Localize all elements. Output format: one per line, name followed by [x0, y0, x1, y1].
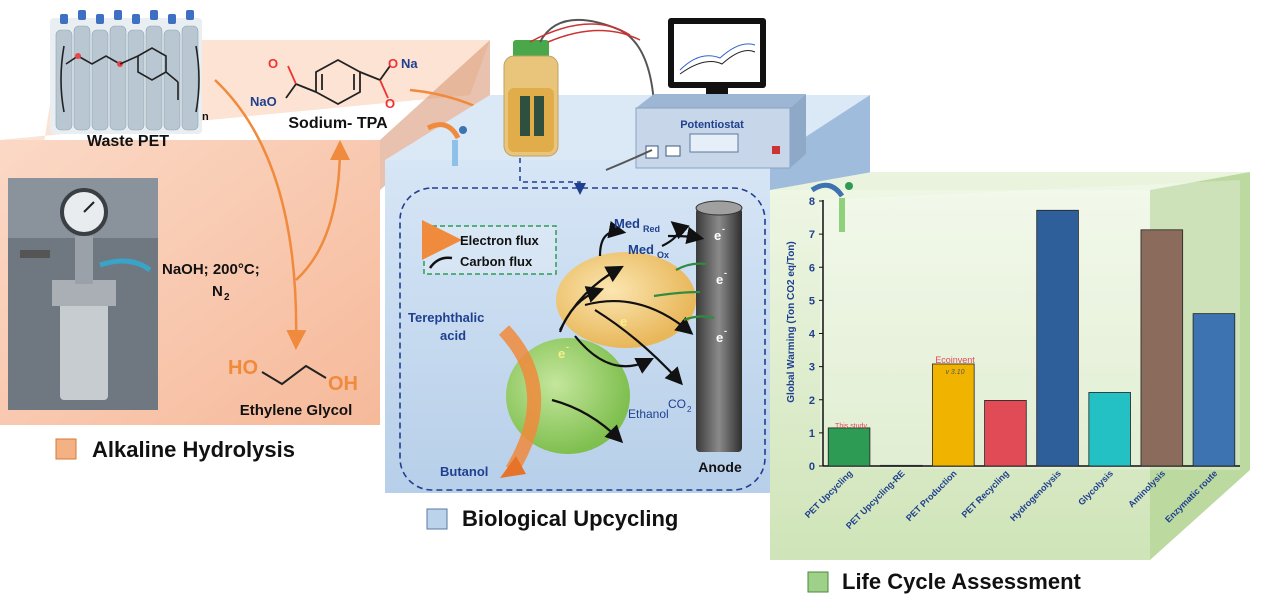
terephthalic-label: Terephthalic [408, 310, 484, 325]
ethanol-label: Ethanol [628, 407, 669, 421]
med-ox-label: Med [628, 242, 654, 257]
potentiostat-label: Potentiostat [680, 119, 744, 131]
waste-pet-label: Waste PET [87, 133, 169, 150]
y-tick-label: 1 [809, 428, 815, 440]
bar-aminolysis [1140, 229, 1184, 467]
pet-n-subscript: n [202, 111, 209, 123]
bar-glycolysis [1088, 392, 1131, 467]
electron-label-2: e [716, 272, 723, 287]
monitor-image [668, 18, 766, 100]
bio-section-title: Biological Upcycling [426, 506, 678, 531]
reactor-photo [8, 178, 158, 410]
alkaline-hydrolysis-label: Alkaline Hydrolysis [92, 437, 295, 462]
cell-electron-labels: e e - [558, 314, 627, 361]
acid-label: acid [440, 328, 466, 343]
lca-plot-backdrop [820, 180, 1240, 470]
y-tick-label: 8 [809, 196, 815, 208]
anode-label: Anode [698, 459, 742, 475]
pet-structure [60, 45, 200, 113]
mediator-lines [653, 262, 715, 322]
co2-subscript: 2 [687, 405, 692, 414]
ethylene-glycol-structure [261, 364, 327, 386]
electron-flux-label: Electron flux [460, 233, 540, 248]
ho-label: HO [228, 357, 258, 379]
ecoinvent-annotation: Ecoinvent [935, 355, 975, 365]
life-cycle-assessment-label: Life Cycle Assessment [842, 569, 1082, 594]
section-cube-icon [55, 438, 77, 460]
carbon-flux-arrows [551, 220, 705, 444]
anode-electrode [695, 200, 743, 452]
butanol-arrow-head [500, 456, 526, 478]
carbon-flux-swatch [428, 256, 453, 269]
y-tick-label: 6 [809, 262, 815, 274]
this-study-annotation: This study [835, 423, 867, 430]
o-bottom-right: O [385, 96, 395, 111]
reagent-line1: NaOH; 200°C; [162, 261, 260, 278]
y-tick-label: 3 [809, 362, 815, 374]
y-tick-label: 5 [809, 295, 815, 307]
zoom-dashed-arrow [519, 158, 586, 195]
bar-pet-upcycling [827, 427, 871, 467]
alkaline-top-face [0, 40, 490, 425]
electron-sup-1: - [722, 224, 725, 234]
terephthalic-flux-arrow [498, 325, 542, 474]
o-top-left: O [268, 56, 278, 71]
electron-label-1: e [714, 228, 721, 243]
y-tick-label: 0 [809, 461, 815, 473]
section-cube-icon [426, 508, 448, 530]
na-label: Na [401, 56, 418, 71]
o-top-right: O [388, 56, 398, 71]
bar-enzymatic-route [1192, 313, 1236, 467]
pet-bottles-image [50, 10, 202, 134]
med-red-subscript: Red [643, 224, 660, 234]
med-ox-subscript: Ox [657, 250, 669, 260]
flux-legend: Electron flux Carbon flux [422, 220, 557, 275]
y-tick-label: 7 [809, 229, 815, 241]
zoom-container [399, 187, 766, 491]
electron-label-3: e [716, 330, 723, 345]
electron-sup-2: - [724, 268, 727, 278]
lca-top-face [770, 172, 1250, 190]
y-tick-label: 4 [809, 329, 816, 341]
electron-sup-5: - [566, 342, 569, 352]
sodium-tpa-label: Sodium- TPA [288, 115, 388, 132]
biological-upcycling-label: Biological Upcycling [462, 506, 678, 531]
ethylene-glycol-label: Ethylene Glycol [240, 402, 353, 419]
bar-pet-production [932, 363, 975, 467]
carbon-flux-label: Carbon flux [460, 254, 533, 269]
lca-section-title: Life Cycle Assessment [807, 569, 1082, 594]
section-cube-icon [807, 571, 829, 593]
bioreactor-bottle [503, 18, 656, 157]
sodium-tpa-structure [285, 58, 391, 106]
gear-arrow-icon-2 [810, 182, 853, 232]
alkaline-section-title: Alkaline Hydrolysis [55, 437, 295, 462]
bar-hydrogenolysis [1036, 209, 1079, 467]
na-o-label: NaO [250, 94, 277, 109]
bar-pet-upcycling-re [879, 464, 923, 467]
electron-label-5: e [558, 346, 565, 361]
butanol-label: Butanol [440, 464, 488, 479]
potentiostat-device [605, 94, 806, 171]
gear-arrow-icon-1 [426, 122, 467, 166]
oh-label: OH [328, 373, 358, 395]
reagent-subscript: 2 [224, 292, 230, 303]
y-tick-label: 2 [809, 395, 815, 407]
med-red-label: Med [614, 216, 640, 231]
ecoinvent-version: v 3.10 [945, 369, 964, 376]
electron-label-4: e [620, 314, 627, 329]
electron-labels: e - e - e - [714, 224, 727, 345]
y-axis-label: Global Warming (Ton CO2 eq/Ton) [786, 241, 797, 402]
reagent-line2: N [212, 283, 223, 300]
bar-pet-recycling [984, 400, 1027, 467]
co2-label: CO [668, 397, 686, 411]
yellow-cell [556, 252, 696, 348]
electron-sup-3: - [724, 326, 727, 336]
